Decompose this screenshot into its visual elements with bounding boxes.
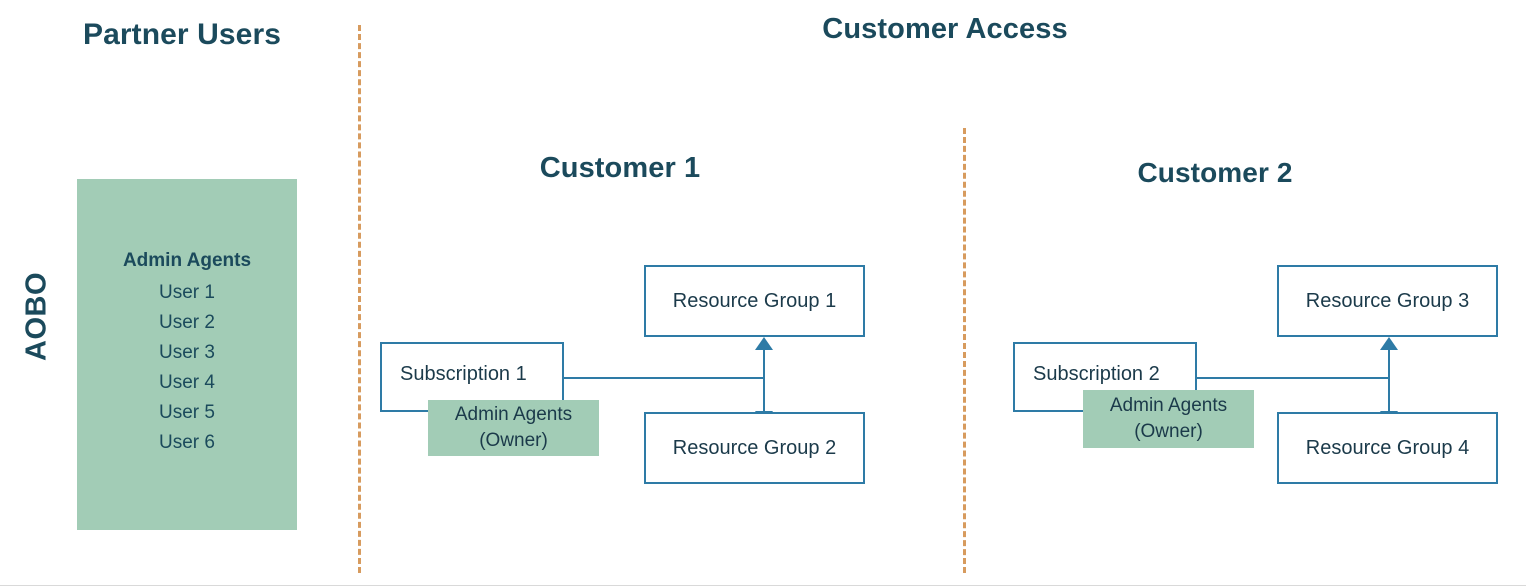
section-divider-right [963,128,966,573]
customer-1-role-line-1: Admin Agents [454,404,573,425]
customer-2-subscription-label: Subscription 2 [1033,362,1160,385]
customer-1-resource-group-2-label: Resource Group 2 [672,436,837,459]
list-item: User 3 [159,342,215,363]
customer-2-resource-group-3-label: Resource Group 3 [1305,289,1470,312]
customer-2-resource-group-4-box[interactable]: Resource Group 4 [1277,412,1498,484]
list-item: User 5 [159,402,215,423]
customer-2-heading: Customer 2 [1137,157,1293,188]
customer-1-resource-group-2-box[interactable]: Resource Group 2 [644,412,865,484]
customer-1-admin-agents-owner-label: Admin Agents (Owner) [428,400,599,456]
partner-admin-agents-panel: Admin Agents User 1 User 2 User 3 User 4… [77,179,297,530]
aobo-vertical-label: AOBO [20,272,53,361]
customer-1-role-line-2: (Owner) [479,430,548,451]
partner-admin-agents-heading: Admin Agents [122,250,252,271]
customer-2-role-line-1: Admin Agents [1109,395,1228,416]
customer-1-arrow-head-up [755,337,773,350]
customer-2-admin-agents-owner-label: Admin Agents (Owner) [1083,390,1254,448]
customer-1-resource-group-1-box[interactable]: Resource Group 1 [644,265,865,337]
partner-user-list: User 1 User 2 User 3 User 4 User 5 User … [77,278,297,458]
customer-1-subscription-connector [563,377,764,379]
list-item: User 6 [159,432,215,453]
customer-1-resource-group-1-label: Resource Group 1 [672,289,837,312]
customer-2-resource-group-4-label: Resource Group 4 [1305,436,1470,459]
customer-2-role-line-2: (Owner) [1134,421,1203,442]
partner-users-heading: Partner Users [82,18,282,51]
customer-2-resource-group-3-box[interactable]: Resource Group 3 [1277,265,1498,337]
customer-1-arrow-spine [763,350,765,422]
customer-2-arrow-spine [1388,350,1390,422]
customer-2-arrow-head-up [1380,337,1398,350]
list-item: User 4 [159,372,215,393]
list-item: User 2 [159,312,215,333]
customer-2-subscription-connector [1196,377,1389,379]
list-item: User 1 [159,282,215,303]
section-divider-left [358,25,361,573]
customer-access-heading: Customer Access [822,13,1068,45]
customer-1-heading: Customer 1 [539,152,701,184]
customer-1-subscription-label: Subscription 1 [400,362,527,385]
